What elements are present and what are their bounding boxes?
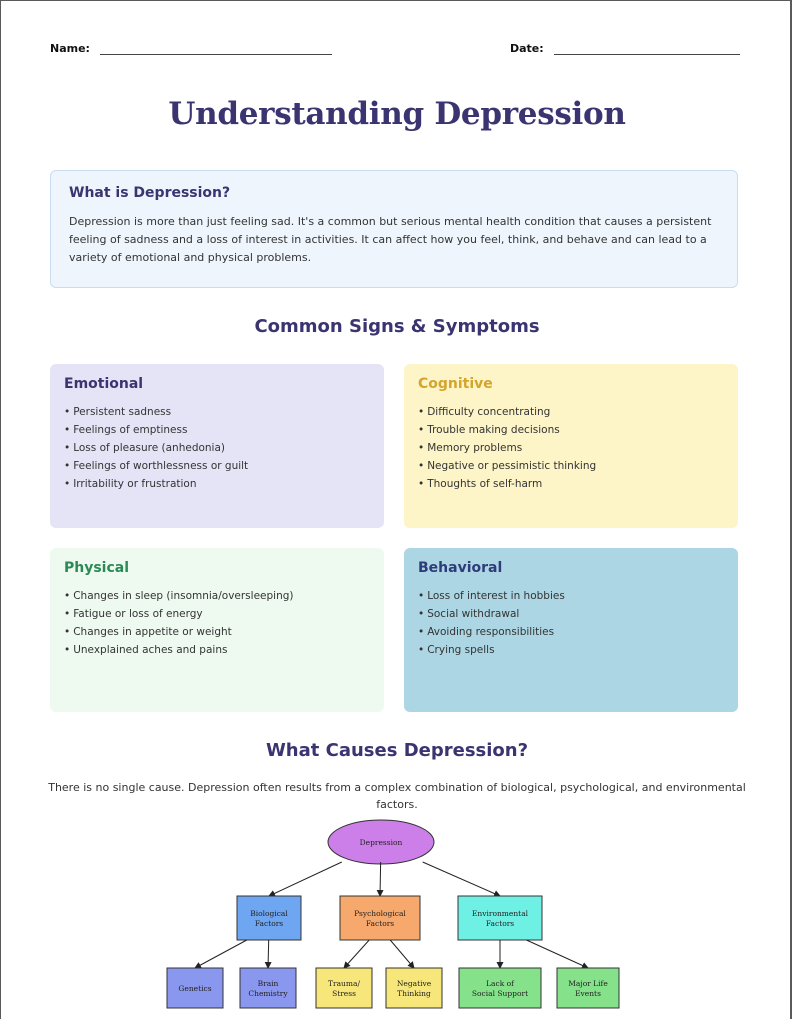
node-leaf <box>239 967 297 1009</box>
list-item: Negative or pessimistic thinking <box>418 457 724 475</box>
card-physical: Physical Changes in sleep (insomnia/over… <box>50 548 384 712</box>
list-item: Changes in sleep (insomnia/oversleeping) <box>64 587 370 605</box>
list-item: Persistent sadness <box>64 403 370 421</box>
date-field[interactable]: Date: <box>510 40 740 55</box>
arrow-connector <box>343 939 370 969</box>
arrow-connector <box>389 939 415 969</box>
list-item: Changes in appetite or weight <box>64 623 370 641</box>
list-item: Avoiding responsibilities <box>418 623 724 641</box>
causes-heading: What Causes Depression? <box>265 740 529 761</box>
list-item: Irritability or frustration <box>64 475 370 493</box>
header-fields: Name: Date: <box>50 40 742 60</box>
symptom-list: Loss of interest in hobbies Social withd… <box>418 587 724 659</box>
card-title: Cognitive <box>418 376 493 392</box>
node-factor-label: Factors <box>255 919 283 928</box>
arrow-connector <box>268 861 343 897</box>
list-item: Difficulty concentrating <box>418 403 724 421</box>
node-factor <box>236 895 302 941</box>
arrow-connector <box>376 861 384 897</box>
list-item: Crying spells <box>418 641 724 659</box>
symptom-list: Persistent sadness Feelings of emptiness… <box>64 403 370 493</box>
name-line[interactable] <box>99 40 332 55</box>
card-behavioral: Behavioral Loss of interest in hobbies S… <box>404 548 738 712</box>
card-cognitive: Cognitive Difficulty concentrating Troub… <box>404 364 738 528</box>
node-leaf <box>166 967 224 1009</box>
list-item: Feelings of worthlessness or guilt <box>64 457 370 475</box>
list-item: Feelings of emptiness <box>64 421 370 439</box>
list-item: Loss of pleasure (anhedonia) <box>64 439 370 457</box>
node-leaf <box>315 967 373 1009</box>
list-item: Unexplained aches and pains <box>64 641 370 659</box>
node-root-label: Depression <box>360 838 403 847</box>
node-leaf-label: Trauma/ <box>328 979 360 988</box>
list-item: Loss of interest in hobbies <box>418 587 724 605</box>
card-title: Physical <box>64 560 130 576</box>
node-leaf-label: Major Life <box>568 979 608 988</box>
node-leaf-label: Stress <box>332 989 356 998</box>
node-factor-label: Environmental <box>472 909 529 918</box>
card-title: Behavioral <box>418 560 503 576</box>
arrow-connector <box>422 861 501 897</box>
symptom-list: Changes in sleep (insomnia/oversleeping)… <box>64 587 370 659</box>
node-factor <box>457 895 543 941</box>
node-leaf <box>556 967 620 1009</box>
node-factor-label: Factors <box>366 919 394 928</box>
list-item: Thoughts of self-harm <box>418 475 724 493</box>
node-leaf-label: Brain <box>258 979 279 988</box>
node-factor-label: Psychological <box>354 909 406 918</box>
list-item: Memory problems <box>418 439 724 457</box>
symptom-list: Difficulty concentrating Trouble making … <box>418 403 724 493</box>
node-leaf <box>458 967 542 1009</box>
card-title: Emotional <box>64 376 144 392</box>
node-factor-label: Factors <box>486 919 514 928</box>
date-line[interactable] <box>553 40 740 55</box>
intro-body: Depression is more than just feeling sad… <box>69 215 712 264</box>
name-label: Name: <box>50 42 90 55</box>
node-leaf-label: Chemistry <box>248 989 288 998</box>
arrow-connector <box>264 939 272 969</box>
name-field[interactable]: Name: <box>50 40 332 55</box>
node-factor-label: Biological <box>250 909 288 918</box>
node-leaf-label: Lack of <box>486 979 515 988</box>
causes-body: There is no single cause. Depression oft… <box>48 781 746 811</box>
list-item: Social withdrawal <box>418 605 724 623</box>
intro-box: What is Depression? Depression is more t… <box>50 170 738 288</box>
node-leaf-label: Thinking <box>397 989 431 998</box>
node-leaf-label: Genetics <box>178 984 211 993</box>
intro-heading: What is Depression? <box>69 185 231 201</box>
arrow-connector <box>526 939 589 969</box>
date-label: Date: <box>510 42 544 55</box>
arrow-connector <box>194 939 248 969</box>
node-leaf <box>385 967 443 1009</box>
node-leaf-label: Negative <box>397 979 432 988</box>
node-leaf-label: Events <box>575 989 601 998</box>
symptoms-heading: Common Signs & Symptoms <box>254 316 540 337</box>
node-leaf-label: Social Support <box>472 989 528 998</box>
list-item: Trouble making decisions <box>418 421 724 439</box>
card-emotional: Emotional Persistent sadness Feelings of… <box>50 364 384 528</box>
node-factor <box>339 895 421 941</box>
list-item: Fatigue or loss of energy <box>64 605 370 623</box>
page-title: Understanding Depression <box>168 96 626 132</box>
